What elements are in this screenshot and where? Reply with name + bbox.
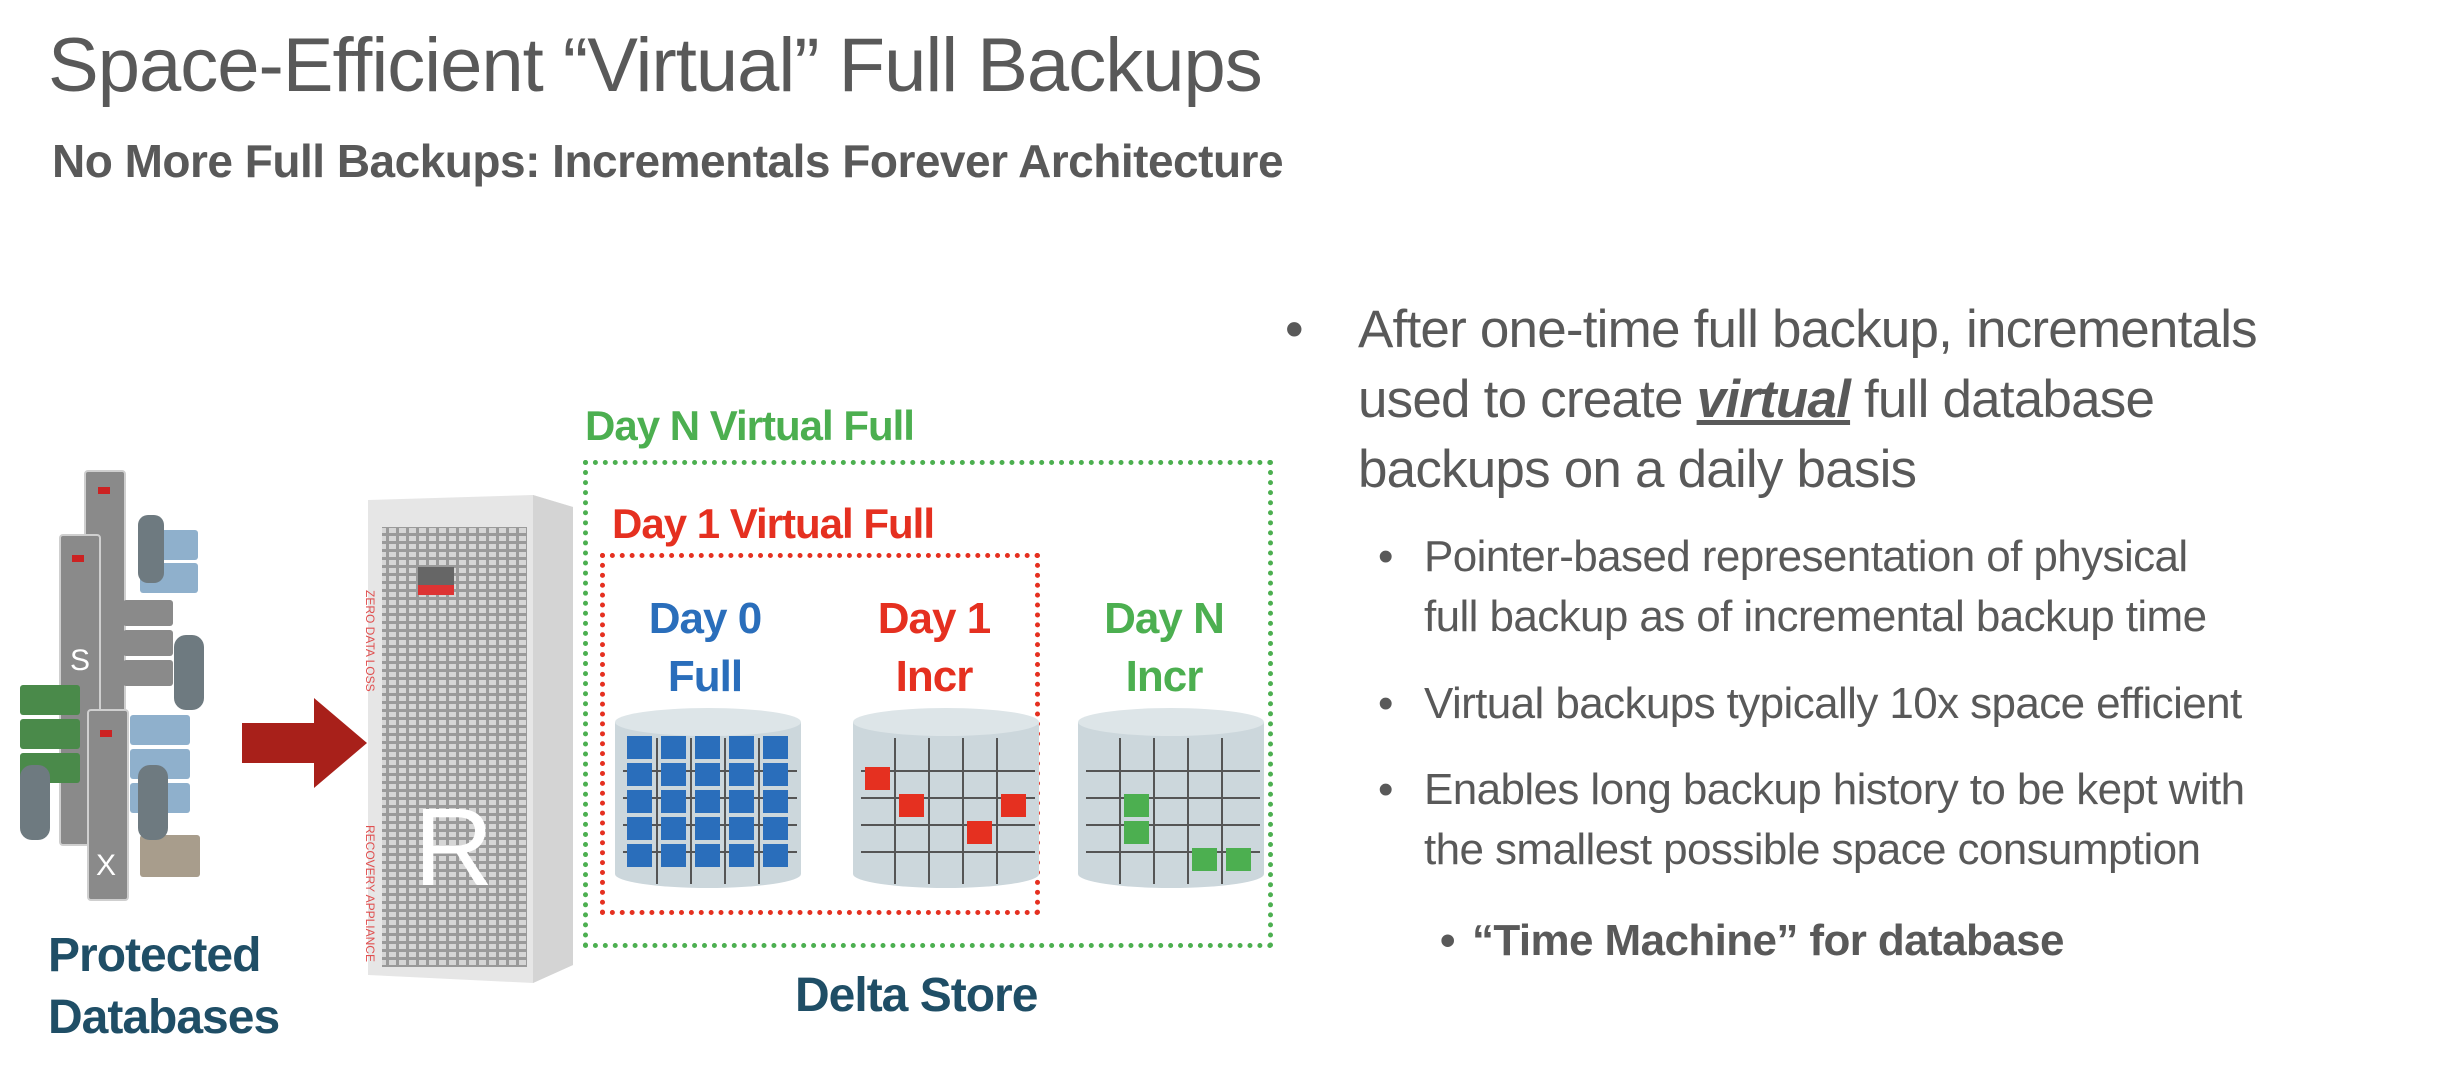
main-bullet: After one-time full backup, incrementals… [1358, 295, 2258, 505]
protected-databases-label: Protected Databases [48, 925, 280, 1049]
slide-title: Space-Efficient “Virtual” Full Backups [48, 23, 1263, 108]
day-n-database-cylinder [1078, 708, 1264, 888]
svg-text:X: X [96, 849, 116, 882]
store-label-line1: Day N [1104, 594, 1225, 643]
day-0-database-cylinder [615, 708, 801, 888]
sub-bullet-3: Enables long backup history to be kept w… [1424, 760, 2245, 880]
changed-block [729, 844, 754, 867]
bullet-dot: • [1440, 916, 1455, 965]
changed-block [661, 817, 686, 840]
changed-block [661, 790, 686, 813]
changed-block [695, 763, 720, 786]
changed-block [729, 763, 754, 786]
changed-block [763, 844, 788, 867]
arrow-right-icon [242, 698, 367, 788]
changed-block [763, 790, 788, 813]
changed-block [967, 821, 992, 844]
recovery-appliance-rack-icon: R ZERO DATA LOSS RECOVERY APPLIANCE [363, 495, 573, 983]
cylinder-top [615, 708, 801, 736]
protected-label-line2: Databases [48, 991, 280, 1044]
svg-text:S: S [70, 644, 90, 677]
text: full database [1850, 370, 2155, 429]
changed-block [627, 817, 652, 840]
cylinder-top [1078, 708, 1264, 736]
changed-block [899, 794, 924, 817]
sub-bullet-1-line2: full backup as of incremental backup tim… [1424, 592, 2207, 641]
changed-block [1192, 848, 1217, 871]
delta-store-label: Delta Store [795, 969, 1038, 1022]
store-label-line2: Full [667, 652, 743, 701]
main-bullet-line1: After one-time full backup, incrementals [1358, 300, 2258, 359]
changed-block [695, 817, 720, 840]
bullet-dot: • [1378, 532, 1393, 581]
sub-bullet-1: Pointer-based representation of physical… [1424, 527, 2207, 647]
store-label-line2: Incr [895, 652, 974, 701]
changed-block [661, 736, 686, 759]
main-bullet-line2: used to create virtual full database [1358, 365, 2257, 435]
appliance-letter: R [414, 786, 493, 909]
protected-label-line1: Protected [48, 929, 261, 982]
sub-bullet-3-line2: the smallest possible space consumption [1424, 825, 2201, 874]
changed-block [729, 817, 754, 840]
bullet-dot: • [1378, 679, 1393, 728]
text: used to create [1358, 370, 1697, 429]
store-label-line1: Day 1 [877, 594, 991, 643]
day-n-virtual-full-box [583, 460, 1273, 948]
changed-block [763, 817, 788, 840]
store-label-line2: Incr [1125, 652, 1204, 701]
changed-block [1001, 794, 1026, 817]
changed-block [661, 763, 686, 786]
changed-block [661, 844, 686, 867]
changed-block [695, 736, 720, 759]
sub-bullet-3-line1: Enables long backup history to be kept w… [1424, 765, 2245, 814]
virtual-emphasis: virtual [1696, 370, 1851, 429]
slide-subtitle: No More Full Backups: Incrementals Forev… [52, 135, 1284, 187]
protected-databases-icon: SX [20, 470, 204, 901]
cylinder-body [853, 722, 1039, 888]
changed-block [763, 736, 788, 759]
sub-bullet-4: “Time Machine” for database [1472, 916, 2064, 965]
day-1-virtual-full-label: Day 1 Virtual Full [612, 500, 935, 547]
main-bullet-line3: backups on a daily basis [1358, 440, 1917, 499]
changed-block [1226, 848, 1251, 871]
changed-block [729, 736, 754, 759]
bullet-dot: • [1378, 765, 1393, 814]
changed-block [627, 763, 652, 786]
changed-block [1124, 794, 1149, 817]
sub-bullet-2: Virtual backups typically 10x space effi… [1424, 679, 2242, 728]
day-n-virtual-full-label: Day N Virtual Full [585, 402, 915, 449]
changed-block [729, 790, 754, 813]
day-1-label: Day 1 Incr [834, 590, 1034, 706]
changed-block [865, 767, 890, 790]
changed-block [1124, 821, 1149, 844]
appliance-side-text-top: ZERO DATA LOSS [363, 590, 377, 692]
cylinder-body [1078, 722, 1264, 888]
changed-block [763, 763, 788, 786]
day-1-database-cylinder [853, 708, 1039, 888]
changed-block [695, 844, 720, 867]
store-label-line1: Day 0 [648, 594, 762, 643]
changed-block [627, 790, 652, 813]
bullet-dot: • [1285, 300, 1304, 359]
changed-block [627, 844, 652, 867]
changed-block [695, 790, 720, 813]
day-n-label: Day N Incr [1064, 590, 1264, 706]
cylinder-top [853, 708, 1039, 736]
changed-block [627, 736, 652, 759]
sub-bullet-1-line1: Pointer-based representation of physical [1424, 532, 2188, 581]
day-0-label: Day 0 Full [605, 590, 805, 706]
appliance-side-text-bottom: RECOVERY APPLIANCE [363, 825, 377, 962]
